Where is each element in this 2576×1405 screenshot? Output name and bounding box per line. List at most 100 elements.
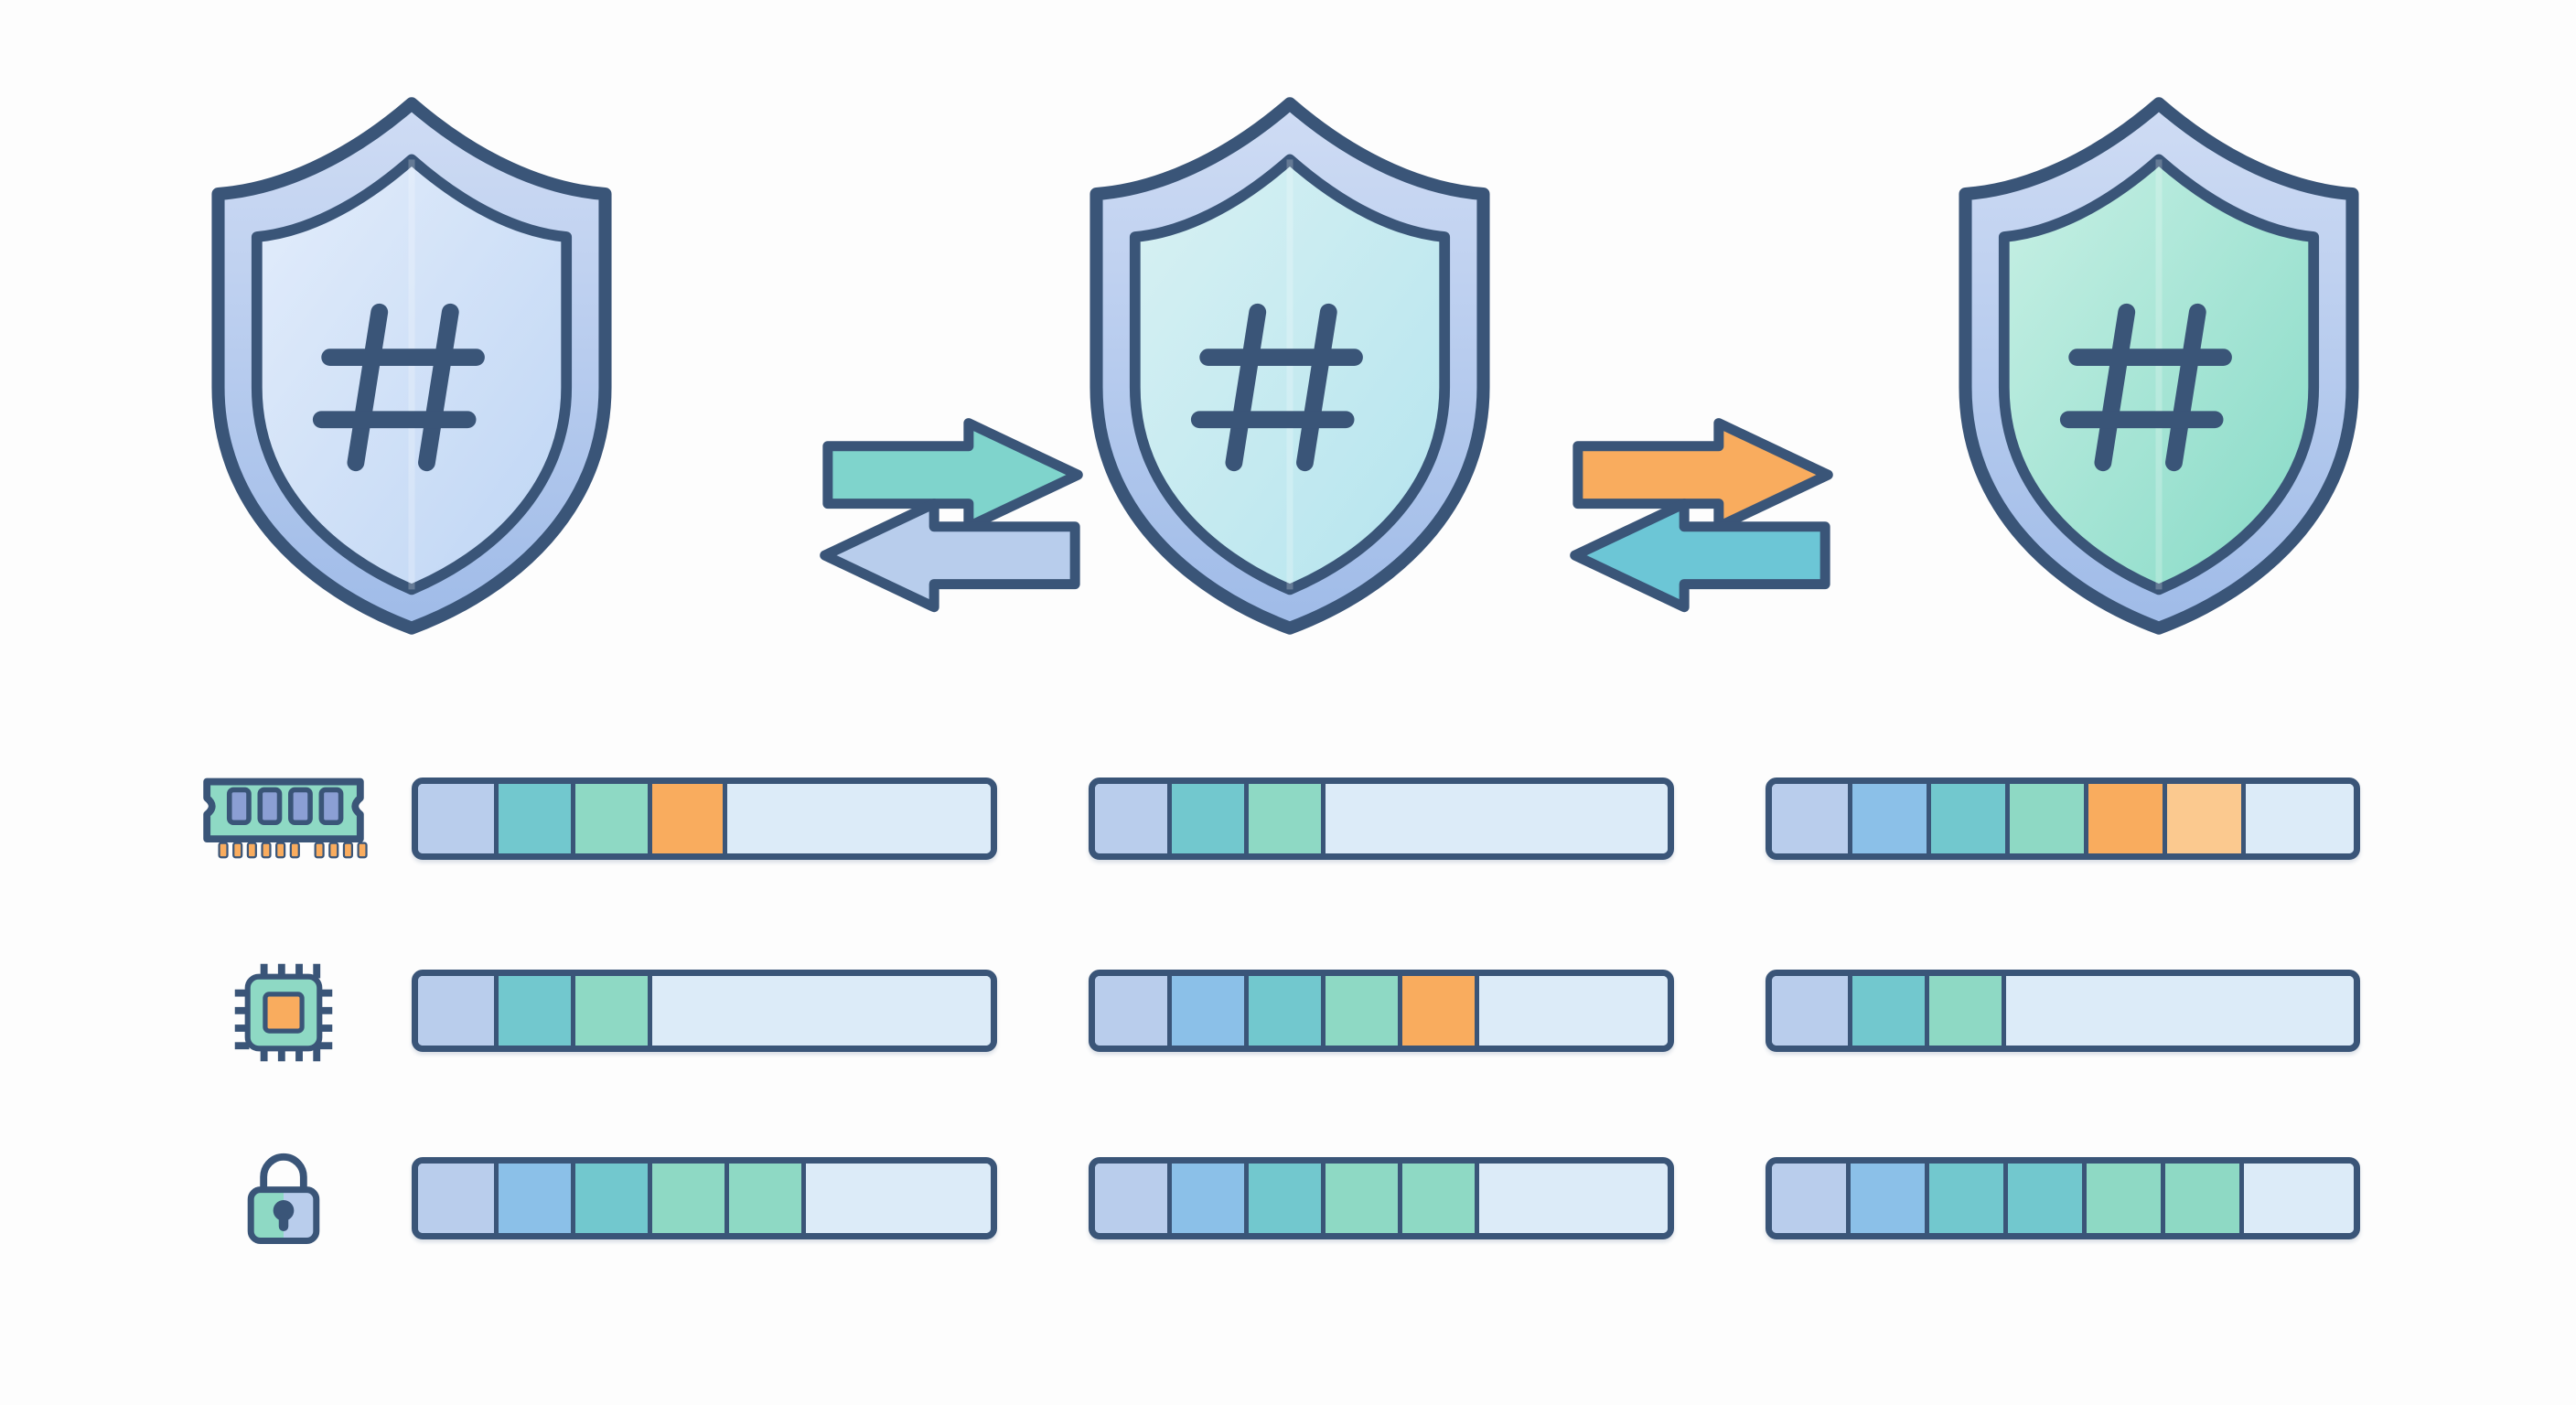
cpu-pin — [234, 989, 250, 997]
ram-module-icon — [197, 770, 370, 871]
ram-chip — [257, 787, 283, 826]
bar-segment — [1851, 1164, 1929, 1233]
cpu-row — [0, 963, 2576, 1062]
cpu-pin — [317, 989, 333, 997]
bar-segment — [2088, 784, 2167, 853]
lock-keyhole-stem — [278, 1213, 289, 1232]
cpu-pin — [295, 963, 303, 979]
bar-segment — [1929, 1164, 2008, 1233]
bar-empty-remainder — [2246, 784, 2354, 853]
memory-bar-1[interactable] — [412, 778, 997, 860]
bar-segment — [1402, 976, 1479, 1046]
lock-bar-1[interactable] — [412, 1157, 997, 1239]
lock-bar-2[interactable] — [1089, 1157, 1674, 1239]
cpu-pin — [313, 963, 321, 979]
cpu-pin — [234, 1042, 250, 1050]
hash-symbol — [2059, 303, 2232, 472]
ram-pin — [218, 842, 229, 859]
bars-area — [0, 741, 2576, 1326]
bar-segment — [575, 1164, 652, 1233]
lock-keyhole — [273, 1200, 295, 1221]
memory-bar-3[interactable] — [1766, 778, 2360, 860]
bar-segment — [1172, 784, 1249, 853]
bar-segment — [418, 784, 499, 853]
lock-row — [0, 1153, 2576, 1249]
cpu-pin — [234, 1006, 250, 1014]
bar-segment — [1931, 784, 2010, 853]
bar-empty-remainder — [1326, 784, 1668, 853]
bar-empty-remainder — [727, 784, 991, 853]
bar-segment — [418, 1164, 499, 1233]
bar-segment — [1249, 784, 1326, 853]
cpu-pin — [317, 1006, 333, 1014]
shield-hash-1-graphic — [211, 97, 612, 635]
ram-pin — [232, 842, 243, 859]
bar-segment — [1326, 1164, 1402, 1233]
ram-chip — [226, 787, 252, 826]
bar-segment — [2165, 1164, 2244, 1233]
arrow-right-teal — [822, 418, 1083, 532]
ram-module-icon — [203, 778, 368, 859]
shield-hash-2-graphic — [1089, 97, 1490, 635]
bar-segment — [575, 976, 652, 1046]
cpu-bar-1[interactable] — [412, 970, 997, 1052]
ram-pin — [314, 842, 325, 859]
arrow-left-cyan — [1570, 499, 1830, 613]
ram-chip — [288, 787, 313, 826]
bar-segment — [2087, 1164, 2165, 1233]
arrow-pair-1 — [805, 412, 1098, 613]
cpu-bar-2[interactable] — [1089, 970, 1674, 1052]
cpu-chip-icon — [234, 963, 333, 1062]
shield-inner-plate — [1129, 154, 1451, 595]
bar-segment — [652, 1164, 729, 1233]
padlock-icon — [197, 1150, 370, 1250]
bar-segment — [1249, 1164, 1326, 1233]
bar-empty-remainder — [806, 1164, 991, 1233]
bar-empty-remainder — [2244, 1164, 2354, 1233]
cpu-pin — [317, 1024, 333, 1032]
bar-empty-remainder — [1479, 976, 1668, 1046]
shield-row — [0, 82, 2576, 668]
hash-symbol — [1190, 303, 1363, 472]
ram-pin — [289, 842, 300, 859]
ram-pin — [342, 842, 353, 859]
lock-bar-3[interactable] — [1766, 1157, 2360, 1239]
memory-bar-2[interactable] — [1089, 778, 1674, 860]
cpu-chip-icon — [197, 962, 370, 1063]
bar-segment — [1249, 976, 1326, 1046]
cpu-pin — [313, 1046, 321, 1062]
shield-hash-3[interactable] — [1944, 82, 2374, 649]
bar-segment — [652, 784, 727, 853]
bar-segment — [1402, 1164, 1479, 1233]
bar-segment — [1095, 976, 1172, 1046]
arrow-pair-2-graphic — [1570, 418, 1833, 613]
cpu-pin — [295, 1046, 303, 1062]
cpu-pin — [277, 963, 285, 979]
cpu-pin — [260, 1046, 268, 1062]
bar-segment — [499, 784, 575, 853]
ram-pin — [261, 842, 272, 859]
bar-segment — [575, 784, 652, 853]
bar-segment — [1772, 976, 1852, 1046]
arrow-pair-2 — [1555, 412, 1848, 613]
hash-symbol — [312, 303, 485, 472]
cpu-pin — [317, 1042, 333, 1050]
cpu-bar-3[interactable] — [1766, 970, 2360, 1052]
bar-segment — [1095, 784, 1172, 853]
bar-segment — [1772, 1164, 1851, 1233]
ram-pin — [357, 842, 368, 859]
bar-segment — [2167, 784, 2246, 853]
ram-pin — [275, 842, 286, 859]
bar-empty-remainder — [1479, 1164, 1668, 1233]
arrow-left-blue — [820, 499, 1080, 613]
shield-hash-2[interactable] — [1075, 82, 1505, 649]
cpu-pin — [234, 1024, 250, 1032]
bar-segment — [2010, 784, 2088, 853]
shield-hash-1[interactable] — [197, 82, 627, 649]
ram-chip — [318, 787, 344, 826]
ram-pin — [246, 842, 257, 859]
bar-segment — [729, 1164, 806, 1233]
ram-pin — [328, 842, 339, 859]
shield-inner-plate — [251, 154, 573, 595]
